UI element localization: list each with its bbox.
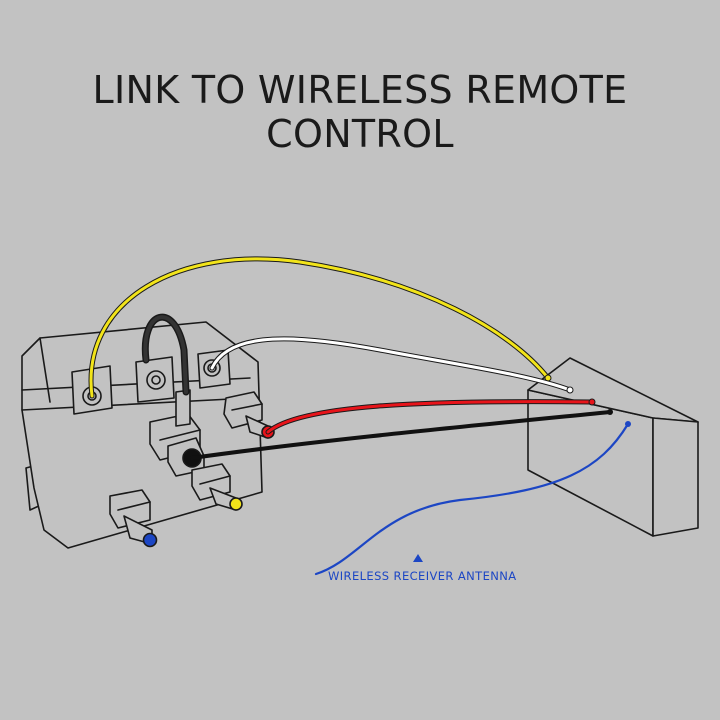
- stud-terminal-lower-middle: [191, 463, 243, 511]
- wireless-receiver-box: [527, 357, 699, 537]
- stud-terminal-center: [149, 413, 205, 477]
- top-terminal-middle: [135, 356, 175, 403]
- page-title: LINK TO WIRELESS REMOTE CONTROL: [92, 68, 628, 156]
- antenna-arrow-icon: [413, 554, 423, 562]
- control-plug: [175, 389, 191, 427]
- stud-terminal-upper-right: [223, 391, 275, 439]
- blue-antenna-wire: [314, 422, 630, 576]
- antenna-label: WIRELESS RECEIVER ANTENNA: [328, 569, 517, 583]
- stud-terminal-lower-left: [109, 489, 158, 548]
- black-wire: [190, 410, 612, 460]
